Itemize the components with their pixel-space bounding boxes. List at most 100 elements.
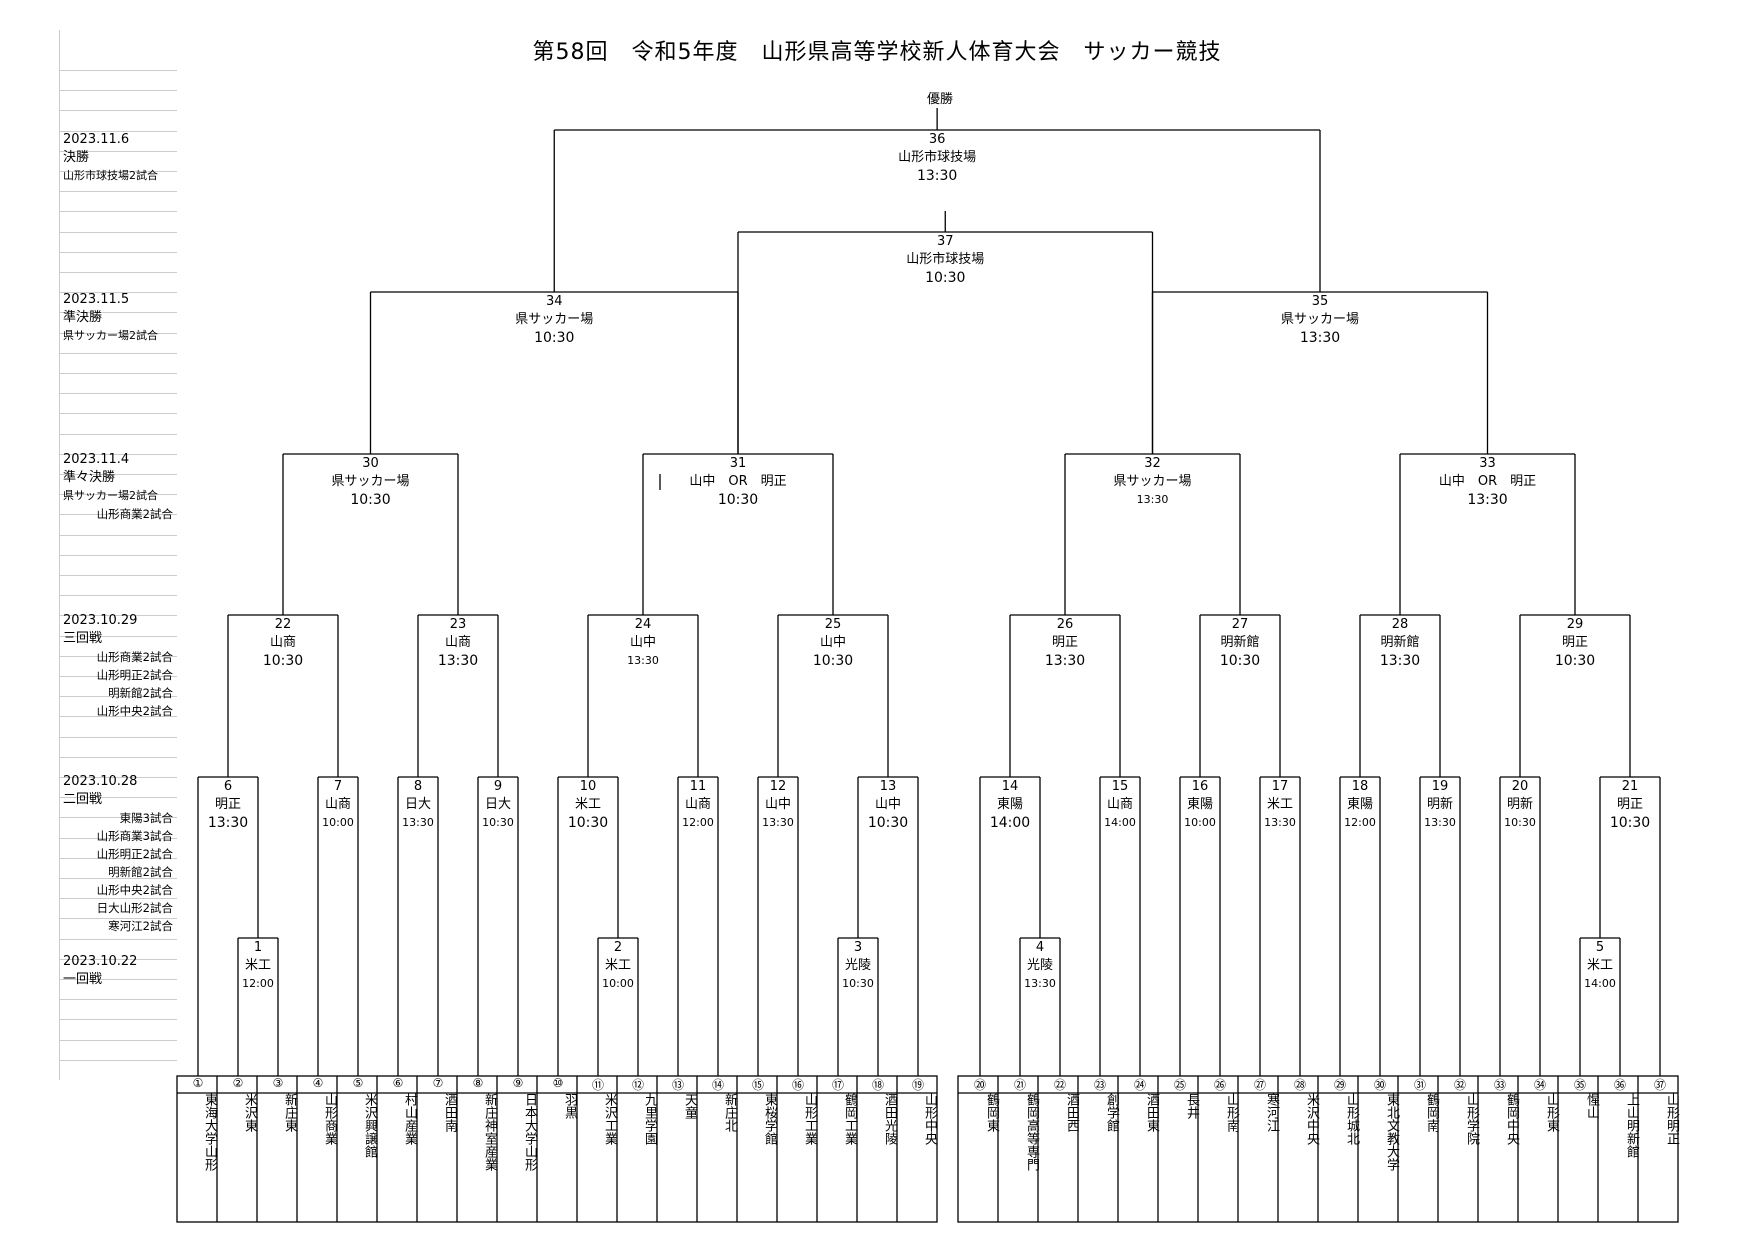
team-name: 米沢東 [242, 1093, 257, 1132]
sidebar-grid-line [59, 999, 177, 1001]
match-time: 13:30 [207, 815, 249, 831]
match-number: 16 [1191, 779, 1209, 794]
match-time: 10:30 [482, 816, 514, 829]
team-number: ㉗ [1253, 1078, 1266, 1092]
sidebar-grid-line [59, 494, 177, 496]
team-number: ㉑ [1013, 1078, 1026, 1092]
match-venue: 米工 [574, 797, 602, 812]
stage-quarterfinal: 2023.11.4 準々決勝 県サッカー場2試合 山形商業2試合 [63, 451, 173, 523]
match-time: 10:00 [322, 816, 354, 829]
match-time: 12:00 [242, 977, 274, 990]
team-name: 山形工業 [802, 1093, 817, 1145]
stage-name: 三回戦 [63, 631, 103, 646]
team-number: ㉚ [1373, 1078, 1386, 1092]
match-number: 25 [824, 617, 842, 632]
stage-date: 2023.10.29 [63, 613, 138, 628]
match-venue: 県サッカー場 [1280, 312, 1360, 327]
sidebar-grid-line [59, 595, 177, 597]
stage-note: 明新館2試合 [108, 865, 173, 879]
sidebar-grid-line [59, 514, 177, 516]
match-venue: 山商 [1106, 797, 1134, 812]
team-number: ④ [312, 1076, 324, 1090]
team-name: 新庄神室産業 [482, 1093, 497, 1171]
match-time: 13:30 [1299, 330, 1341, 346]
sidebar-grid-line [59, 70, 177, 71]
match-venue: 米工 [1266, 797, 1294, 812]
team-number: ㊲ [1653, 1078, 1666, 1092]
stage-note: 山形中央2試合 [96, 883, 173, 897]
team-number: ③ [272, 1076, 284, 1090]
stage-date: 2023.10.28 [63, 774, 138, 789]
stage-note: 東陽3試合 [119, 811, 173, 825]
sidebar-grid-line [59, 191, 177, 193]
match-number: 7 [333, 779, 343, 794]
match-number: 4 [1035, 940, 1045, 955]
match-number: 6 [223, 779, 233, 794]
sidebar-grid-line [59, 171, 177, 172]
team-name: 創学館 [1104, 1093, 1119, 1132]
stage-note: 山形市球技場2試合 [63, 169, 158, 182]
team-name: 酒田東 [1144, 1093, 1159, 1132]
match-number: 12 [769, 779, 787, 794]
team-name: 山形学院 [1464, 1093, 1479, 1145]
stage-note: 県サッカー場2試合 [63, 489, 158, 502]
team-name: 天童 [682, 1093, 697, 1119]
match-time: 12:00 [1344, 816, 1376, 829]
team-name: 羽黒 [562, 1093, 577, 1119]
sidebar-grid-line [59, 716, 177, 718]
team-number: ㉝ [1493, 1078, 1506, 1092]
team-number: ⑨ [512, 1076, 524, 1090]
team-number: ㊱ [1613, 1078, 1626, 1092]
stage-round1: 2023.10.22 一回戦 [63, 953, 137, 989]
match-time: 10:00 [602, 977, 634, 990]
match-time: 10:30 [717, 492, 759, 508]
sidebar-grid-line [59, 433, 177, 435]
match-number: 27 [1231, 617, 1249, 632]
sidebar-grid-line [59, 615, 177, 617]
team-number: ⑯ [791, 1078, 804, 1092]
stage-name: 二回戦 [63, 792, 103, 807]
team-number: ⑱ [871, 1078, 884, 1092]
match-venue: 東陽 [1346, 797, 1374, 812]
match-number: 1 [253, 940, 263, 955]
match-venue: 明正 [1616, 797, 1644, 812]
match-number: 23 [449, 617, 467, 632]
match-time: 10:30 [925, 270, 966, 286]
match-venue: 明新館 [1220, 635, 1260, 650]
match-time: 10:30 [567, 815, 609, 831]
match-time: 13:30 [437, 653, 479, 669]
sidebar-grid-line [59, 655, 177, 657]
team-number: ⑧ [472, 1076, 484, 1090]
stage-note: 山形明正2試合 [96, 847, 173, 861]
sidebar-grid-line [59, 676, 177, 677]
match-number: 26 [1056, 617, 1074, 632]
match-number: 13 [879, 779, 897, 794]
sidebar-grid-line [59, 272, 177, 273]
match-time: 10:30 [812, 653, 854, 669]
team-name: 鶴岡東 [984, 1093, 999, 1132]
match-time: 10:30 [842, 977, 874, 990]
match-time: 10:30 [1609, 815, 1651, 831]
team-name: 寒河江 [1264, 1093, 1279, 1132]
page-title: 第58回 令和5年度 山形県高等学校新人体育大会 サッカー競技 [532, 40, 1222, 65]
sidebar-grid-line [59, 130, 177, 132]
match-venue: 日大 [404, 797, 432, 812]
team-number: ㉕ [1173, 1078, 1186, 1092]
match-venue: 明新 [1426, 797, 1454, 812]
team-number: ⑬ [671, 1078, 684, 1092]
match-number: 14 [1001, 779, 1019, 794]
